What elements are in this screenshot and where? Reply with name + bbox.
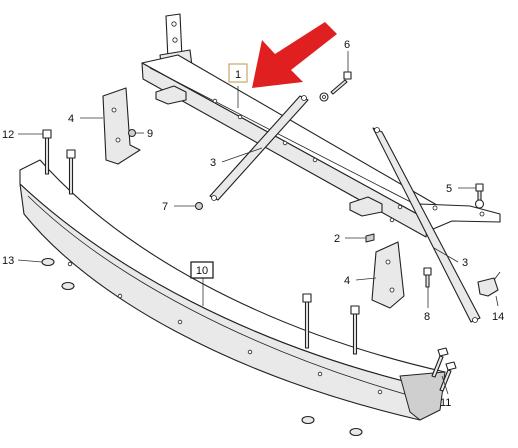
callout-1-box (228, 63, 248, 83)
bolt-12-right (66, 149, 76, 195)
left-bracket (102, 87, 141, 165)
sensor-14 (477, 271, 501, 297)
callout-8: 8 (424, 311, 430, 323)
callout-2: 2 (334, 233, 340, 245)
callout-6: 6 (344, 39, 350, 51)
callout-12: 12 (2, 129, 14, 141)
callout-4-right: 4 (344, 275, 350, 287)
bolt-5 (474, 183, 485, 209)
right-strut (372, 127, 481, 323)
callout-14: 14 (492, 311, 504, 323)
bolts-11 (431, 347, 457, 392)
bolt-8 (423, 267, 432, 288)
right-bracket (371, 241, 405, 309)
nut-9 (128, 129, 136, 137)
callout-9: 9 (147, 128, 153, 140)
nut-7 (195, 202, 203, 210)
callout-4-left: 4 (68, 113, 74, 125)
clip-2 (365, 233, 375, 243)
leader-lines (17, 51, 499, 395)
red-arrow-icon (252, 22, 337, 88)
bolt-center-2 (350, 305, 360, 355)
callout-13: 13 (2, 255, 14, 267)
bumper-reinforcement-beam (19, 159, 446, 421)
callouts: 1 10 2 3 3 4 4 5 6 7 8 9 11 12 13 14 (2, 39, 504, 409)
left-strut (209, 95, 309, 201)
callout-7: 7 (162, 201, 168, 213)
callout-10: 10 (196, 265, 208, 277)
callout-1: 1 (235, 69, 241, 81)
callout-3-right: 3 (462, 257, 468, 269)
bolt-6 (319, 71, 352, 102)
bolt-center-1 (302, 293, 312, 349)
callout-10-box (190, 261, 214, 279)
callout-5: 5 (446, 183, 452, 195)
callout-11: 11 (440, 397, 451, 409)
nuts-13 (41, 257, 363, 437)
radiator-support-crossmember (141, 13, 501, 238)
callout-3-left: 3 (210, 157, 216, 169)
